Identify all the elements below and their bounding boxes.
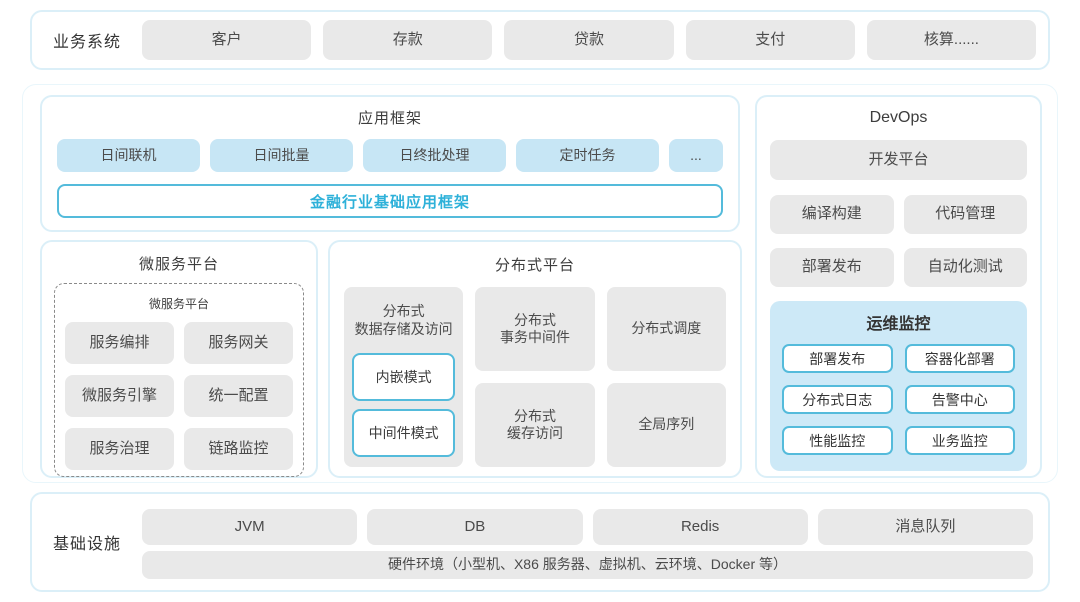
microservice-title: 微服务平台 <box>138 256 219 273</box>
devops-panel: DevOps 开发平台 编译构建 代码管理 部署发布 自动化测试 运维监控 部署… <box>755 95 1042 478</box>
monitor-item-business: 业务监控 <box>904 426 1015 455</box>
micro-item-config: 统一配置 <box>184 375 293 417</box>
infrastructure-row: JVM DB Redis 消息队列 <box>142 509 1033 545</box>
distributed-mid-col: 分布式 事务中间件 分布式 缓存访问 <box>475 287 595 467</box>
infra-item-db: DB <box>367 509 583 545</box>
micro-item-gateway: 服务网关 <box>184 322 293 364</box>
storage-mode-embedded: 内嵌模式 <box>352 353 456 401</box>
app-item-scheduled-task: 定时任务 <box>516 139 659 172</box>
middle-section-outline <box>22 84 1058 483</box>
business-systems-panel: 业务系统 客户 存款 贷款 支付 核算...... <box>30 10 1050 70</box>
app-item-daytime-batch: 日间批量 <box>210 139 353 172</box>
devops-dev-platform: 开发平台 <box>770 140 1027 180</box>
business-item-loan: 贷款 <box>504 20 674 60</box>
infrastructure-panel: 基础设施 JVM DB Redis 消息队列 硬件环境（小型机、X86 服务器、… <box>30 492 1050 592</box>
business-systems-label: 业务系统 <box>52 34 121 51</box>
app-item-eod-batch: 日终批处理 <box>363 139 506 172</box>
ops-monitoring-box: 运维监控 部署发布 容器化部署 分布式日志 告警中心 性能监控 业务监控 <box>770 301 1027 471</box>
monitor-item-alert-center: 告警中心 <box>904 385 1015 414</box>
devops-grid: 编译构建 代码管理 部署发布 自动化测试 <box>770 195 1027 287</box>
distributed-storage-box: 分布式 数据存储及访问 内嵌模式 中间件模式 <box>344 287 464 467</box>
microservice-inner-title: 微服务平台 <box>148 297 209 311</box>
monitor-item-dist-log: 分布式日志 <box>782 385 893 414</box>
devops-item-build: 编译构建 <box>770 195 894 234</box>
dist-item-transaction-mw: 分布式 事务中间件 <box>475 287 595 371</box>
devops-title: DevOps <box>869 109 928 126</box>
business-systems-row: 客户 存款 贷款 支付 核算...... <box>142 20 1048 60</box>
microservice-panel: 微服务平台 微服务平台 服务编排 服务网关 微服务引擎 统一配置 服务治理 链路… <box>40 240 318 478</box>
infra-item-redis: Redis <box>592 509 808 545</box>
devops-item-code-mgmt: 代码管理 <box>903 195 1027 234</box>
app-framework-row: 日间联机 日间批量 日终批处理 定时任务 ... <box>57 139 723 172</box>
micro-item-tracing: 链路监控 <box>184 428 293 470</box>
distributed-body: 分布式 数据存储及访问 内嵌模式 中间件模式 分布式 事务中间件 分布式 缓存访… <box>344 287 726 467</box>
devops-item-auto-test: 自动化测试 <box>903 248 1027 287</box>
micro-item-orchestration: 服务编排 <box>65 322 174 364</box>
app-item-daytime-online: 日间联机 <box>57 139 200 172</box>
distributed-panel: 分布式平台 分布式 数据存储及访问 内嵌模式 中间件模式 分布式 事务中间件 分… <box>328 240 742 478</box>
micro-item-engine: 微服务引擎 <box>65 375 174 417</box>
infra-item-jvm: JVM <box>142 509 358 545</box>
distributed-right-col: 分布式调度 全局序列 <box>606 287 726 467</box>
app-item-more: ... <box>669 139 723 172</box>
app-framework-title: 应用框架 <box>357 110 422 127</box>
devops-item-deploy: 部署发布 <box>770 248 894 287</box>
infrastructure-content: JVM DB Redis 消息队列 硬件环境（小型机、X86 服务器、虚拟机、云… <box>142 494 1048 590</box>
distributed-storage-title: 分布式 数据存储及访问 <box>354 302 453 337</box>
microservice-grid: 服务编排 服务网关 微服务引擎 统一配置 服务治理 链路监控 <box>65 322 293 470</box>
business-item-customer: 客户 <box>142 20 312 60</box>
ops-monitoring-title: 运维监控 <box>866 316 931 333</box>
monitor-item-deploy: 部署发布 <box>782 344 893 373</box>
storage-mode-middleware: 中间件模式 <box>352 409 456 457</box>
monitor-item-container: 容器化部署 <box>904 344 1015 373</box>
dist-item-scheduling: 分布式调度 <box>606 287 726 371</box>
microservice-inner-box: 微服务平台 服务编排 服务网关 微服务引擎 统一配置 服务治理 链路监控 <box>54 283 304 477</box>
ops-monitoring-grid: 部署发布 容器化部署 分布式日志 告警中心 性能监控 业务监控 <box>782 344 1015 455</box>
business-item-deposit: 存款 <box>323 20 493 60</box>
hardware-env-bar: 硬件环境（小型机、X86 服务器、虚拟机、云环境、Docker 等） <box>142 551 1033 579</box>
distributed-title: 分布式平台 <box>494 257 575 274</box>
micro-item-governance: 服务治理 <box>65 428 174 470</box>
dist-item-global-sequence: 全局序列 <box>606 383 726 467</box>
infra-item-mq: 消息队列 <box>817 509 1033 545</box>
business-item-payment: 支付 <box>685 20 855 60</box>
monitor-item-perf: 性能监控 <box>782 426 893 455</box>
infrastructure-label: 基础设施 <box>52 536 121 553</box>
base-framework-bar: 金融行业基础应用框架 <box>57 184 723 218</box>
distributed-storage-col: 分布式 数据存储及访问 内嵌模式 中间件模式 <box>344 287 464 467</box>
dist-item-cache-access: 分布式 缓存访问 <box>475 383 595 467</box>
app-framework-panel: 应用框架 日间联机 日间批量 日终批处理 定时任务 ... 金融行业基础应用框架 <box>40 95 740 232</box>
business-item-accounting: 核算...... <box>866 20 1037 60</box>
